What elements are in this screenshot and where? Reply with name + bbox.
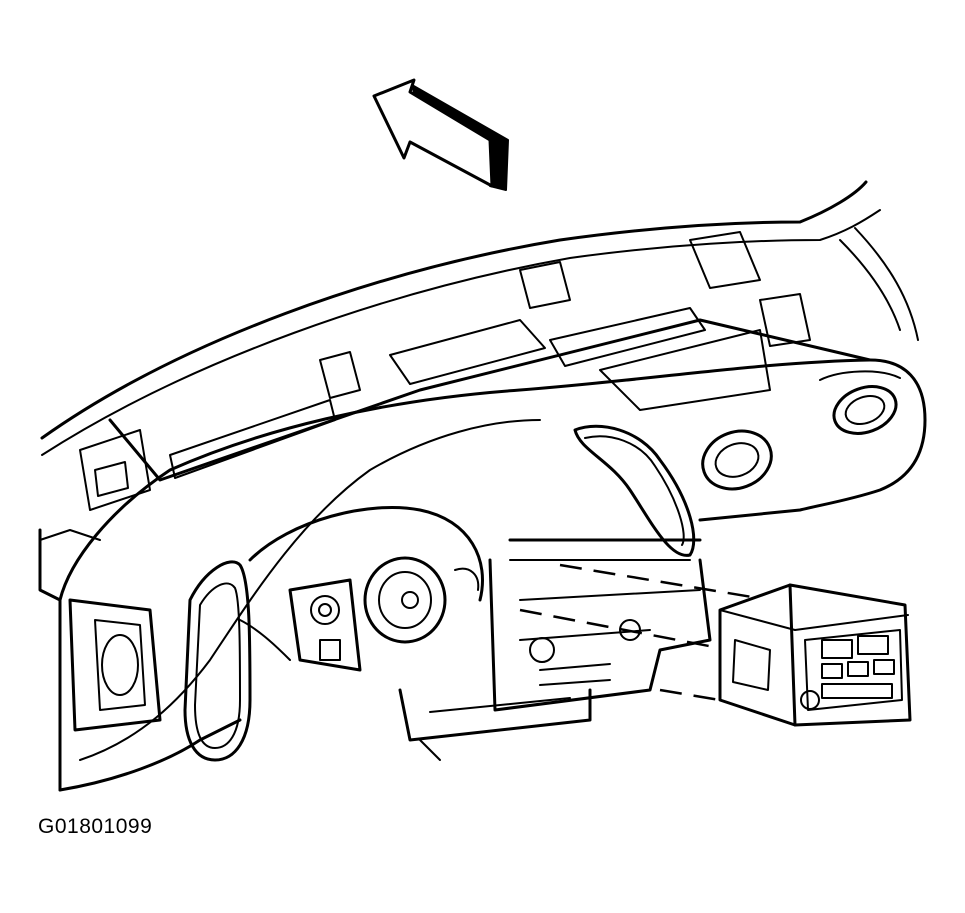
radio-removal-path [519,563,771,702]
steering-column-area [239,506,484,672]
direction-arrow-icon [372,78,509,191]
left-vent-outlet [68,598,162,732]
left-side-vent-bezel [183,560,252,762]
figure-id-label: G01801099 [38,815,153,838]
radio-receiver [718,583,912,727]
right-vent-outlets [701,370,901,491]
windshield-cowl [40,180,919,456]
center-stack-housing [398,538,712,761]
center-cluster-opening [573,424,696,557]
defroster-ducts [79,231,872,511]
